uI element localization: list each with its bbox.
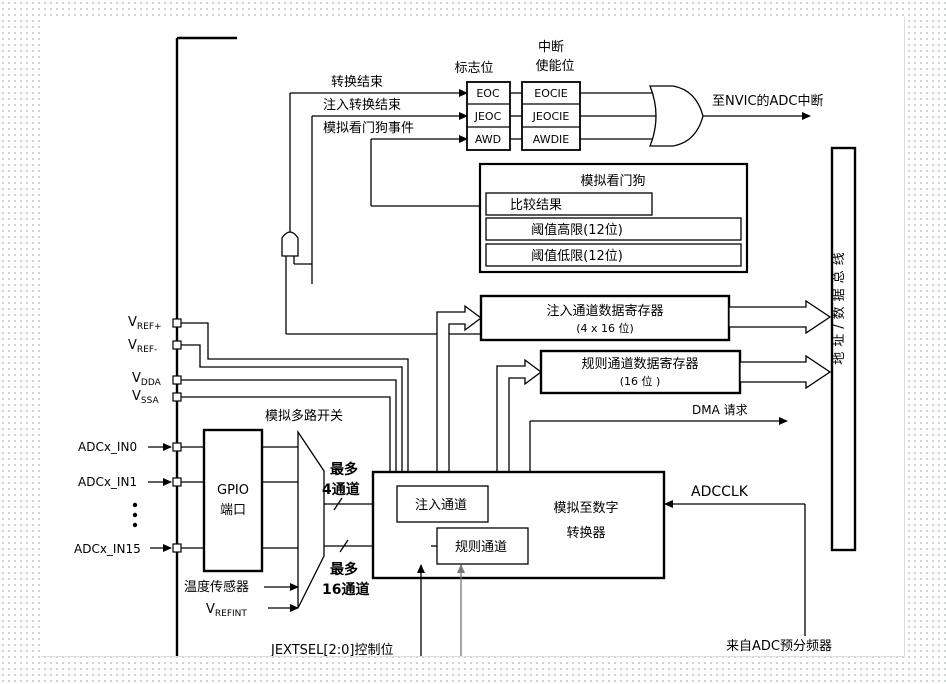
interrupt-or-gate: 至NVIC的ADC中断 [580,85,824,147]
pin-vssa: VSSA [132,389,159,406]
gpio-label-line2: 端口 [220,503,246,518]
gpio-label-line1: GPIO [217,483,249,498]
input-adcx-in1: ADCx_IN1 [78,475,137,489]
enable-awdie: AWDIE [533,133,570,146]
injected-register-size: (4 x 16 位) [576,321,634,335]
adc-core-line2: 转换器 [566,526,605,541]
pin-vdda: VDDA [132,371,162,388]
watchdog-title: 模拟看门狗 [580,173,645,189]
enable-jeocie: JEOCIE [532,110,570,123]
flags-header: 标志位 [454,61,493,76]
adc-core: 模拟至数字 转换器 注入通道 规则通道 [371,470,666,580]
event-label-eoc: 转换结束 [331,75,383,90]
event-label-jeoc: 注入转换结束 [323,98,401,113]
prescaler-label: 来自ADC预分频器 [726,639,832,654]
flag-awd: AWD [475,133,501,146]
watchdog-high-threshold: 阈值高限(12位) [531,222,623,238]
regular-register-size: (16 位 ) [620,374,661,388]
input-adcx-in0: ADCx_IN0 [78,440,137,454]
bus-label: 地址/数据总线 [832,247,847,364]
watchdog-low-threshold: 阈值低限(12位) [531,248,623,264]
event-lines: 转换结束 注入转换结束 模拟看门狗事件 [289,75,480,284]
pin-vref-minus: VREF- [128,338,157,355]
analog-inputs: ADCx_IN0 ADCx_IN1 ADCx_IN15 [74,440,204,556]
status-flags: 标志位 EOC JEOC AWD [454,61,511,151]
enable-eocie: EOCIE [534,87,568,100]
regular-data-register: 规则通道数据寄存器 (16 位 ) [539,349,832,395]
regular-register-title: 规则通道数据寄存器 [581,356,698,372]
vrefint-label: VREFINT [206,602,247,619]
temperature-sensor-label: 温度传感器 [184,579,249,595]
adc-block-diagram: 标志位 EOC JEOC AWD 中断 使能位 EOCIE JEOCIE AWD… [40,16,904,656]
reference-pins: VREF+ VREF- VDDA VSSA [128,315,409,472]
regular-max-line2: 16通道 [322,581,369,598]
adc-core-line1: 模拟至数字 [553,501,618,516]
nvic-interrupt-label: 至NVIC的ADC中断 [712,93,824,109]
watchdog-compare-result: 比较结果 [510,198,562,213]
dma-request: DMA 请求 [529,403,788,472]
mux-label: 模拟多路开关 [265,408,343,424]
jextsel-label: JEXTSEL[2:0]控制位 [270,643,393,656]
enable-header-line1: 中断 [538,40,564,55]
register-feeds [436,304,543,473]
flag-jeoc: JEOC [474,110,502,123]
injected-data-register: 注入通道数据寄存器 (4 x 16 位) [479,294,832,342]
interrupt-enables: 中断 使能位 EOCIE JEOCIE AWDIE [510,40,581,151]
flag-eoc: EOC [476,87,500,100]
pin-vref-plus: VREF+ [128,315,162,332]
injected-max-line1: 最多 [330,461,358,478]
clock-and-triggers: ADCCLK 来自ADC预分频器 JEXTSEL[2:0]控制位 [270,484,832,656]
analog-watchdog: 模拟看门狗 比较结果 阈值高限(12位) 阈值低限(12位) [478,162,749,274]
gpio-port: GPIO 端口 [202,428,298,573]
analog-mux: 模拟多路开关 最多 4通道 最多 16通道 温度传感器 VREFINT [184,408,431,619]
dma-request-label: DMA 请求 [692,403,748,417]
enable-header-line2: 使能位 [535,58,574,74]
injected-channel-label: 注入通道 [415,498,467,513]
event-label-awd: 模拟看门狗事件 [323,120,414,136]
adcclk-label: ADCCLK [691,484,749,500]
injected-register-title: 注入通道数据寄存器 [546,303,663,319]
regular-max-line1: 最多 [330,561,358,578]
input-adcx-in15: ADCx_IN15 [74,542,141,556]
injected-max-line2: 4通道 [322,481,360,498]
address-data-bus: 地址/数据总线 [830,146,857,552]
regular-channel-label: 规则通道 [455,540,507,555]
